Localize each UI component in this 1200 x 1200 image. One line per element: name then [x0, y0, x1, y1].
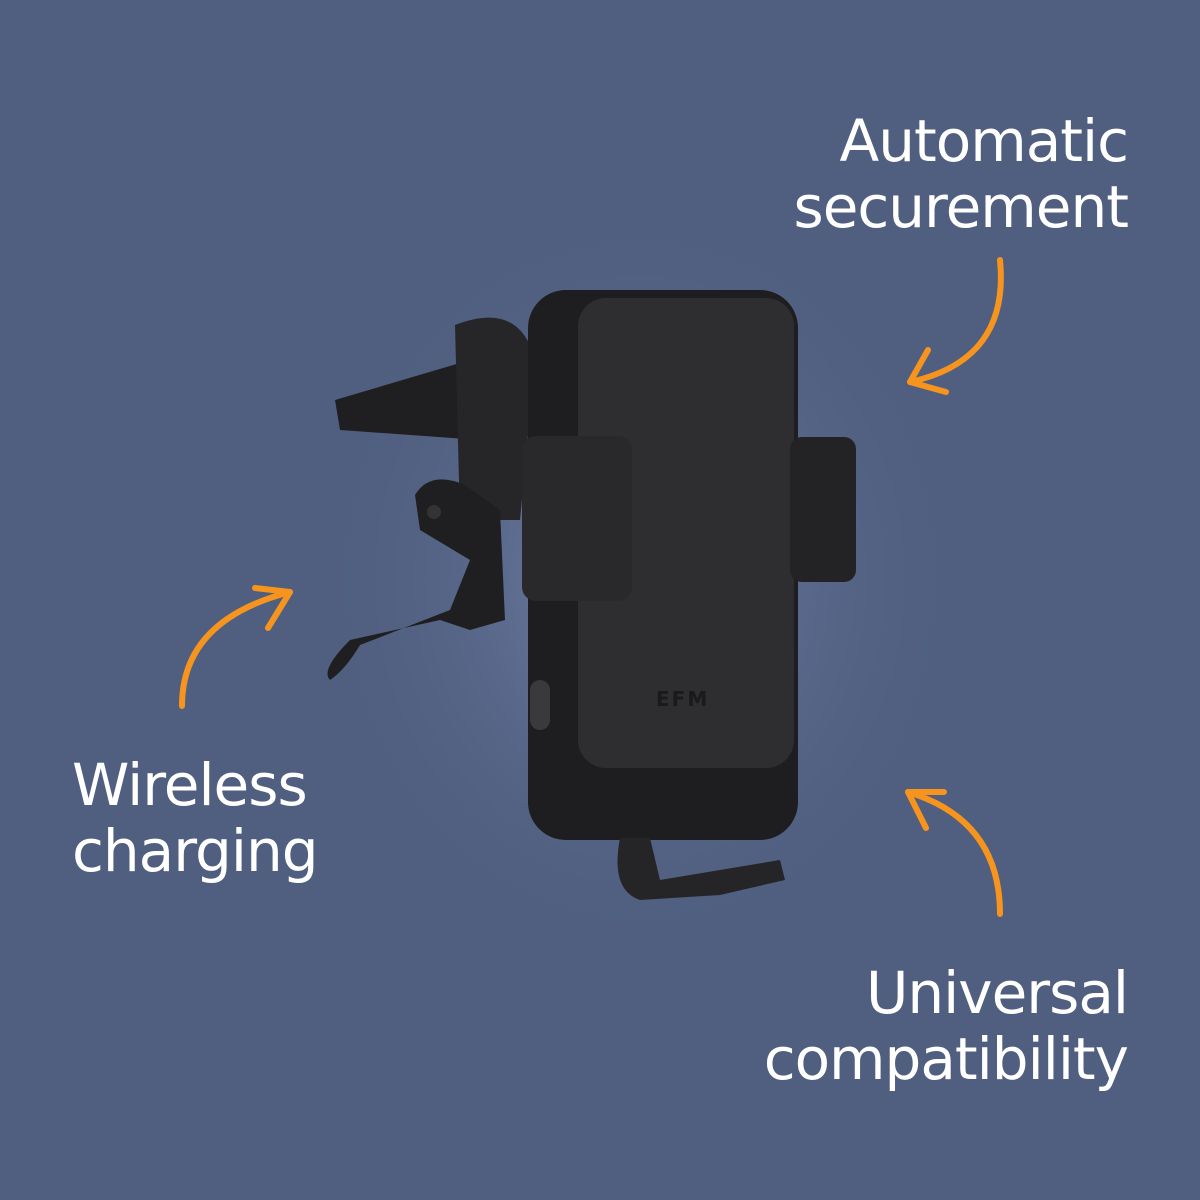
feature-line: Wireless: [72, 751, 308, 819]
feature-line: charging: [72, 817, 319, 885]
arrow-icon: [905, 789, 1003, 917]
feature-line: Automatic: [839, 107, 1129, 175]
brand-logo: EFM: [656, 687, 709, 711]
feature-universal-compatibility: Universal compatibility: [763, 959, 1129, 1093]
vent-clip: [327, 317, 535, 680]
bottom-feet: [617, 838, 785, 900]
phone-holder: EFM: [522, 290, 856, 900]
feature-wireless-charging: Wireless charging: [72, 751, 319, 885]
feature-line: Universal: [865, 959, 1129, 1027]
svg-text:EFM: EFM: [656, 687, 709, 711]
arrow-icon: [907, 257, 1004, 395]
feature-line: compatibility: [763, 1025, 1129, 1093]
arrow-icon: [179, 585, 293, 709]
usb-c-port: [530, 680, 550, 730]
feature-line: securement: [793, 173, 1129, 241]
feature-automatic-securement: Automatic securement: [794, 108, 1129, 240]
